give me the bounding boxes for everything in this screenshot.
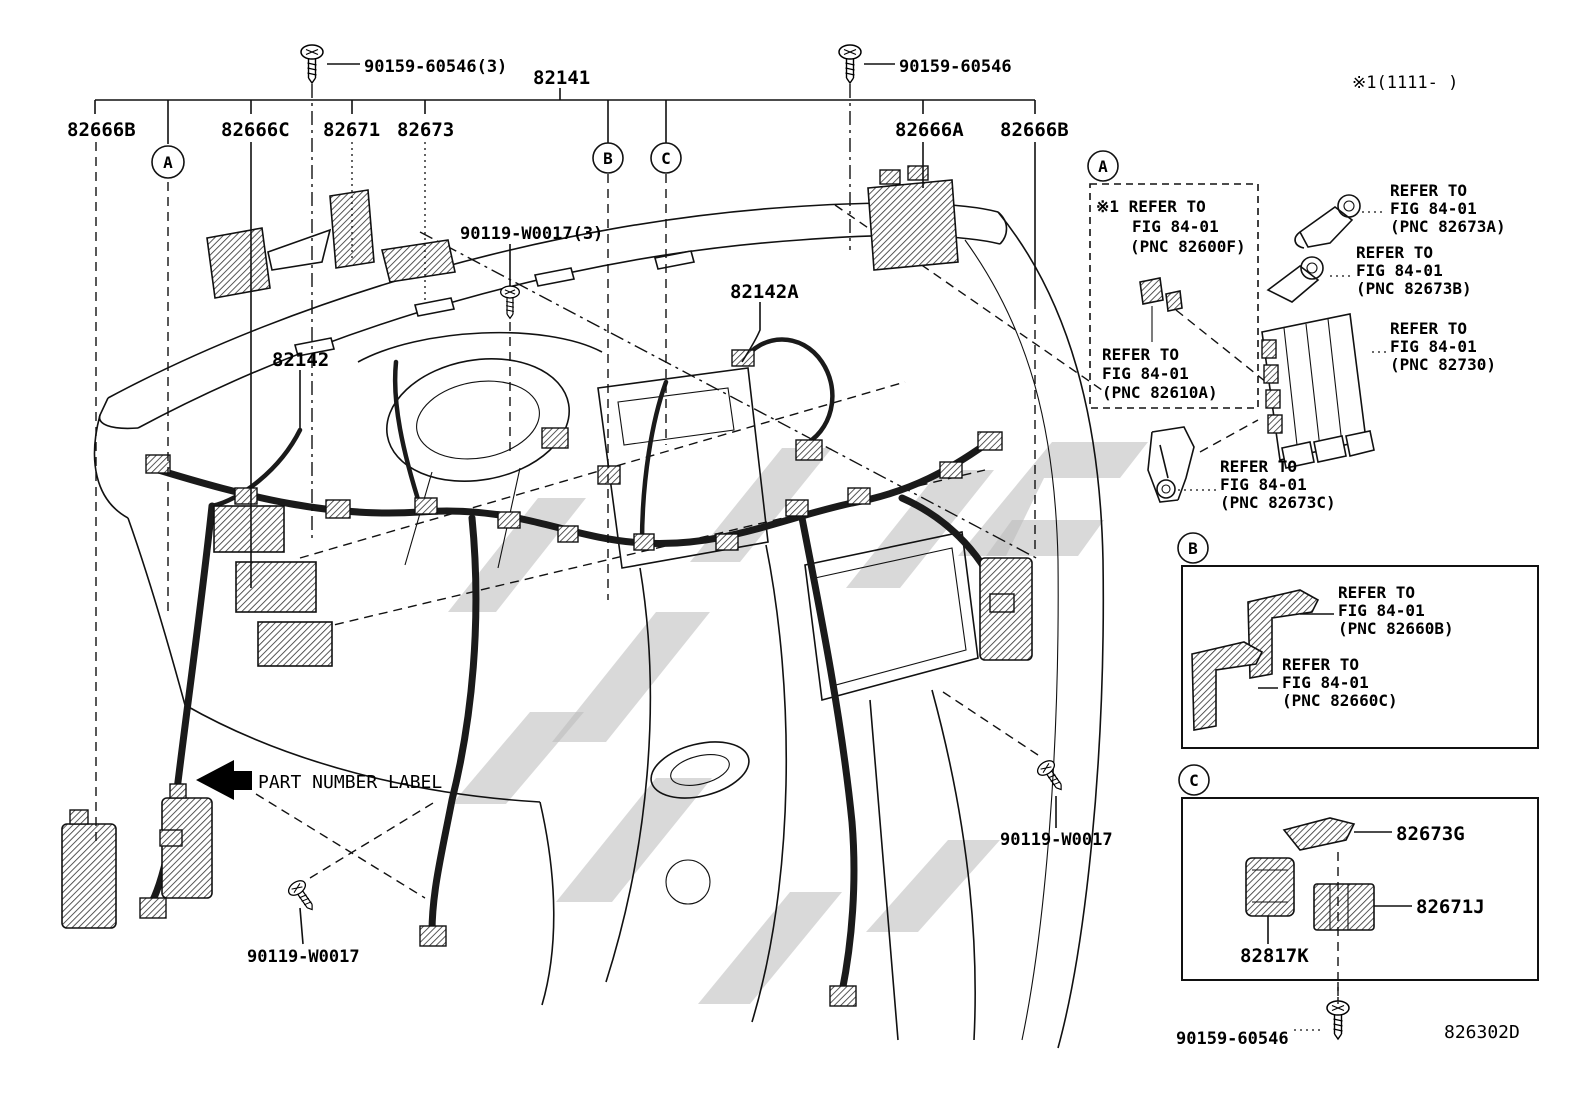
detail-b-box xyxy=(1181,565,1539,749)
detail-panel-a: A ※1 REFER TO FIG 84-01 (PNC 82600F) REF… xyxy=(1087,150,1506,512)
label-82671J: 82671J xyxy=(1416,896,1485,918)
detail-b-marker: B xyxy=(1188,539,1198,558)
screw-icon xyxy=(300,44,324,84)
label-82666A: 82666A xyxy=(895,119,964,141)
refer-82610a-line2: FIG 84-01 xyxy=(1102,364,1189,383)
refer-82673c-line1: REFER TO xyxy=(1220,457,1297,476)
refer-82673b-line3: (PNC 82673B) xyxy=(1356,279,1472,298)
label-82142: 82142 xyxy=(272,349,329,371)
label-82817K: 82817K xyxy=(1240,945,1309,967)
wire-harness-art xyxy=(148,337,1004,996)
label-90159-60546-bottom: 90159-60546 xyxy=(1176,1029,1289,1049)
refer-82600f-line3: (PNC 82600F) xyxy=(1130,237,1246,256)
label-82673G: 82673G xyxy=(1396,823,1465,845)
refer-82730-line1: REFER TO xyxy=(1390,319,1467,338)
detail-a-box xyxy=(1089,183,1259,409)
connector-blocks xyxy=(61,165,1033,1007)
refer-82673a-line3: (PNC 82673A) xyxy=(1390,217,1506,236)
label-90159-60546-3: 90159-60546(3) xyxy=(364,57,507,77)
screw-icon xyxy=(285,877,321,916)
screw-icon xyxy=(1326,1000,1350,1040)
leader-lines xyxy=(94,63,1339,1031)
label-82666B-right: 82666B xyxy=(1000,119,1069,141)
refer-82660b-line1: REFER TO xyxy=(1338,583,1415,602)
arrow-left-icon xyxy=(196,760,252,800)
part-number-label-text: PART NUMBER LABEL xyxy=(258,772,442,793)
refer-82673a-line1: REFER TO xyxy=(1390,181,1467,200)
refer-82730-line3: (PNC 82730) xyxy=(1390,355,1496,374)
label-90119-W0017-left: 90119-W0017 xyxy=(247,947,360,967)
drawing-number: 826302D xyxy=(1444,1022,1520,1043)
detail-a-marker: A xyxy=(1098,157,1108,176)
detail-panel-c: C 82673G 82817K 82671J xyxy=(1178,764,1539,1004)
label-90159-60546-top: 90159-60546 xyxy=(899,57,1012,77)
refer-82660b-line2: FIG 84-01 xyxy=(1338,601,1425,620)
detail-c-marker: C xyxy=(1189,771,1199,790)
label-82666C: 82666C xyxy=(221,119,290,141)
refer-82600f-line2: FIG 84-01 xyxy=(1132,217,1219,236)
refer-82673b-line2: FIG 84-01 xyxy=(1356,261,1443,280)
label-82142A: 82142A xyxy=(730,281,799,303)
label-82673: 82673 xyxy=(397,119,454,141)
instrument-panel-line-art xyxy=(93,202,1105,1049)
refer-82660c-line1: REFER TO xyxy=(1282,655,1359,674)
label-82671: 82671 xyxy=(323,119,380,141)
section-marker-a: A xyxy=(163,153,173,172)
detail-panel-b: B REFER TO FIG 84-01 (PNC 82660B) REFER … xyxy=(1177,532,1539,749)
refer-82673b-line1: REFER TO xyxy=(1356,243,1433,262)
detail-c-box xyxy=(1181,797,1539,981)
section-marker-b: B xyxy=(603,149,613,168)
label-82141: 82141 xyxy=(533,67,590,89)
part-number-label-annotation: PART NUMBER LABEL xyxy=(196,760,442,800)
refer-82610a-line3: (PNC 82610A) xyxy=(1102,383,1218,402)
part-number-labels: 90159-60546(3) 82141 90159-60546 ※1(1111… xyxy=(67,57,1520,1049)
refer-82660b-line3: (PNC 82660B) xyxy=(1338,619,1454,638)
refer-82610a-line1: REFER TO xyxy=(1102,345,1179,364)
refer-82673c-line2: FIG 84-01 xyxy=(1220,475,1307,494)
label-90119-W0017-right: 90119-W0017 xyxy=(1000,830,1113,850)
label-82666B-left: 82666B xyxy=(67,119,136,141)
applicability-note: ※1(1111- ) xyxy=(1352,73,1458,93)
refer-82600f-line1: ※1 REFER TO xyxy=(1096,197,1206,216)
refer-82660c-line3: (PNC 82660C) xyxy=(1282,691,1398,710)
refer-82660c-line2: FIG 84-01 xyxy=(1282,673,1369,692)
section-markers-main: A B C xyxy=(151,142,682,179)
label-90119-W0017-3: 90119-W0017(3) xyxy=(460,224,603,244)
refer-82673a-line2: FIG 84-01 xyxy=(1390,199,1477,218)
screw-icon xyxy=(500,285,520,319)
section-marker-c: C xyxy=(661,149,671,168)
refer-82673c-line3: (PNC 82673C) xyxy=(1220,493,1336,512)
refer-82730-line2: FIG 84-01 xyxy=(1390,337,1477,356)
screw-icon xyxy=(838,44,862,84)
